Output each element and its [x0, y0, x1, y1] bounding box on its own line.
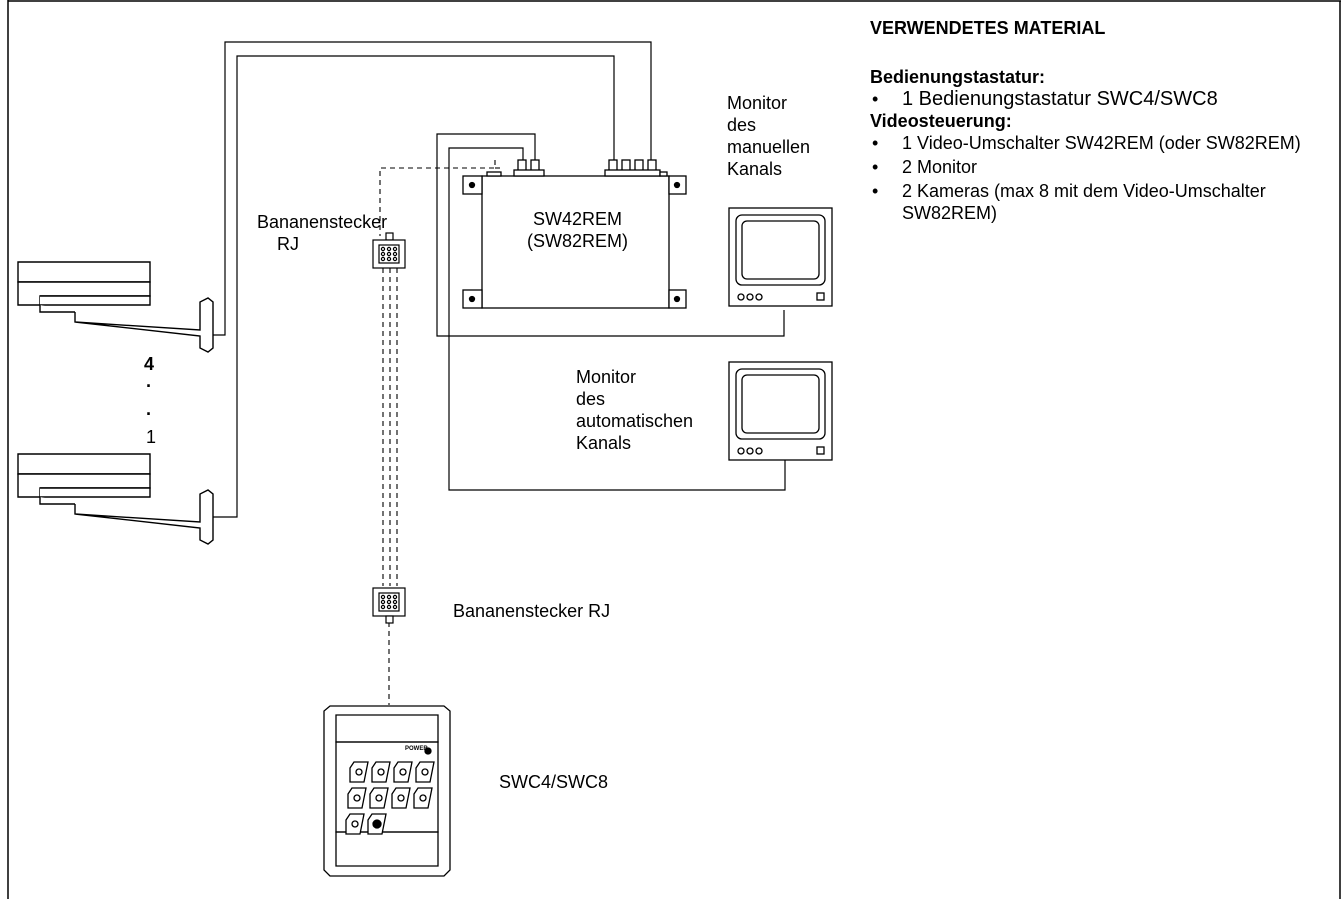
video-cables [213, 41, 786, 518]
auto-monitor-icon [728, 361, 833, 461]
keyboard-label: SWC4/SWC8 [499, 772, 609, 792]
rj-connector-top-icon [372, 232, 406, 269]
auto-monitor-label-line: automatischen [576, 411, 694, 431]
list-item: 2 Kameras (max 8 mit dem Video-Umschalte… [870, 180, 1327, 224]
page-border [7, 0, 1341, 899]
switcher-label-line1: SW42REM [532, 209, 622, 229]
list-item: 1 Bedienungstastatur SWC4/SWC8 [870, 88, 1330, 110]
list-item: 1 Video-Umschalter SW42REM (oder SW82REM… [870, 132, 1327, 154]
camera-count-top: 4 [144, 354, 155, 374]
list-item: 2 Monitor [870, 156, 1330, 178]
camera-bottom-icon [17, 453, 214, 545]
auto-monitor-label-line: des [576, 389, 606, 409]
auto-monitor-label: Monitor des automatischen Kanals [576, 366, 693, 454]
manual-monitor-label-line: Kanals [727, 159, 783, 179]
keyboard-power-text: POWER [405, 746, 428, 752]
connector-bottom-label: Bananenstecker RJ [453, 601, 611, 621]
keyboard-icon [323, 705, 451, 877]
camera-count-bottom: 1 [146, 427, 157, 447]
keyboard-item-list: 1 Bedienungstastatur SWC4/SWC8 [870, 88, 1330, 110]
material-panel: VERWENDETES MATERIAL Bedienungstastatur:… [870, 16, 1330, 224]
connector-top-label-line: RJ [277, 234, 299, 254]
video-item-list: 1 Video-Umschalter SW42REM (oder SW82REM… [870, 132, 1330, 224]
video-switcher-box [462, 159, 687, 309]
switcher-label: SW42REM (SW82REM) [520, 208, 635, 252]
section-heading-video: Videosteuerung: [870, 111, 1012, 131]
camera-dot: · [146, 404, 152, 424]
manual-monitor-label: Monitor des manuellen Kanals [727, 92, 810, 180]
manual-monitor-label-line: manuellen [727, 137, 811, 157]
rj-connector-bottom-icon [372, 587, 406, 624]
manual-monitor-icon [728, 207, 833, 307]
keyboard-dashed-cable [379, 160, 503, 705]
connector-top-label: Bananenstecker RJ [257, 211, 387, 255]
manual-monitor-label-line: Monitor [727, 93, 788, 113]
auto-monitor-label-line: Monitor [576, 367, 637, 387]
section-heading-keyboard: Bedienungstastatur: [870, 67, 1046, 87]
camera-dot: · [146, 376, 152, 396]
connector-top-label-line: Bananenstecker [257, 212, 388, 232]
material-title: VERWENDETES MATERIAL [870, 18, 1106, 38]
auto-monitor-label-line: Kanals [576, 433, 632, 453]
camera-top-icon [17, 261, 214, 353]
switcher-label-line2: (SW82REM) [526, 231, 628, 251]
manual-monitor-label-line: des [727, 115, 757, 135]
